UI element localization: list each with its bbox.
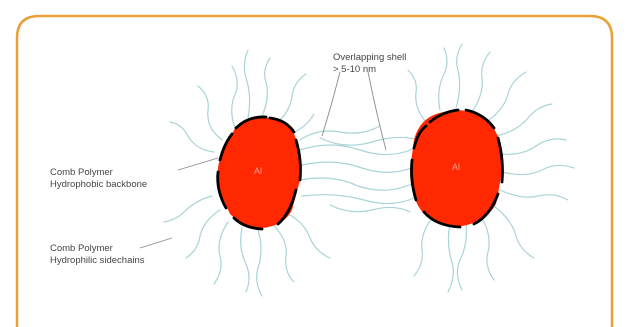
shell-label-line-2: > 5-10 nm [333,64,406,76]
sidechain-label-line-1: Comb Polymer [50,243,145,255]
backbone-label: Comb Polymer Hydrophobic backbone [50,167,147,191]
sidechain-label-line-2: Hydrophilic sidechains [50,255,145,267]
left-particle-label: Al [254,166,262,176]
sidechain-label: Comb Polymer Hydrophilic sidechains [50,243,145,267]
shell-pointer-right [368,72,386,150]
backbone-pointer [178,158,218,170]
sidechain-pointer [140,238,172,248]
overlapping-shell-chains [300,126,420,212]
backbone-label-line-2: Hydrophobic backbone [50,179,147,191]
backbone-label-line-1: Comb Polymer [50,167,147,179]
overlapping-shell-label: Overlapping shell > 5-10 nm [333,52,406,76]
shell-pointer-left [322,72,340,136]
shell-label-line-1: Overlapping shell [333,52,406,64]
right-particle-label: Al [452,162,460,172]
